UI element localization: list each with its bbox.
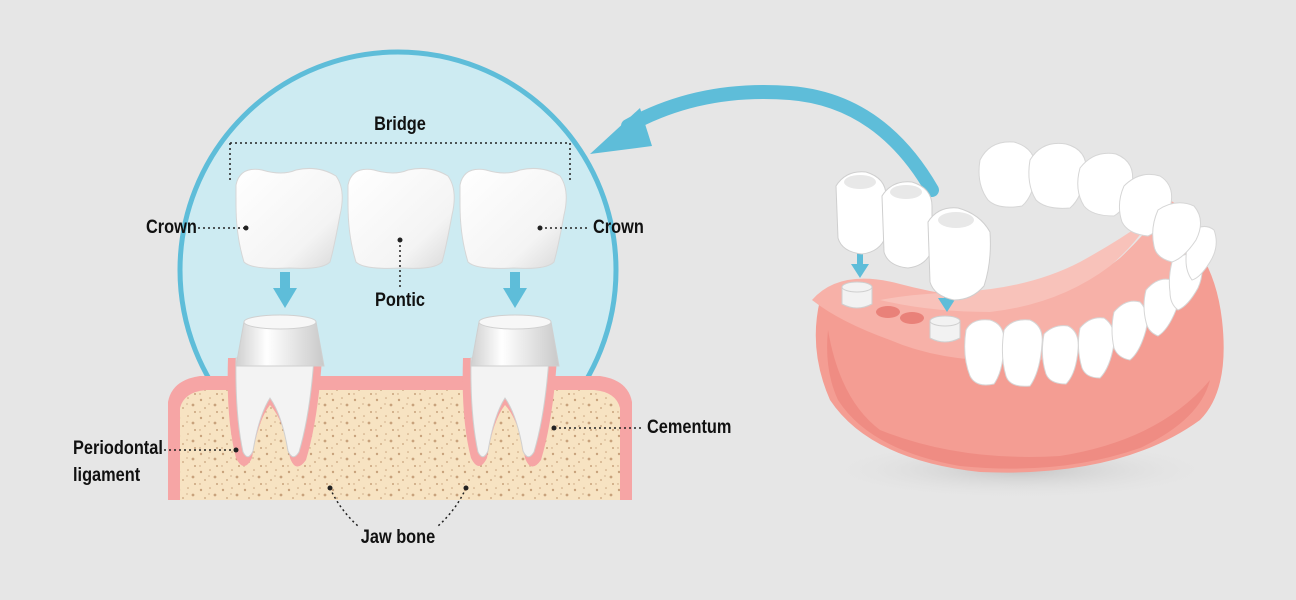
bridge-bracket (229, 142, 571, 180)
periodontal-ligament-label-line2: ligament (73, 465, 141, 486)
leader-dots (233, 225, 557, 491)
bridge-crowns (235, 168, 567, 269)
pontic-label: Pontic (375, 290, 425, 311)
curved-arrow-icon (590, 84, 939, 197)
down-arrow-icon (273, 272, 297, 308)
crown-left-label: Crown (146, 217, 197, 238)
pontic-shape (347, 168, 455, 269)
periodontal-ligament-label-line1: Periodontal (73, 438, 163, 459)
abutment-tooth-left (227, 314, 325, 467)
down-arrow-icon (503, 272, 527, 308)
bridge-label: Bridge (374, 114, 426, 135)
cementum-label: Cementum (647, 417, 732, 438)
crown-right-shape (459, 168, 567, 269)
jaw-model-icon (812, 141, 1224, 500)
leader-lines (164, 227, 642, 527)
jaw-bone-label: Jaw bone (360, 527, 436, 548)
abutment-tooth-right (462, 314, 560, 467)
crown-right-label: Crown (593, 217, 644, 238)
crown-left-shape (235, 168, 343, 269)
